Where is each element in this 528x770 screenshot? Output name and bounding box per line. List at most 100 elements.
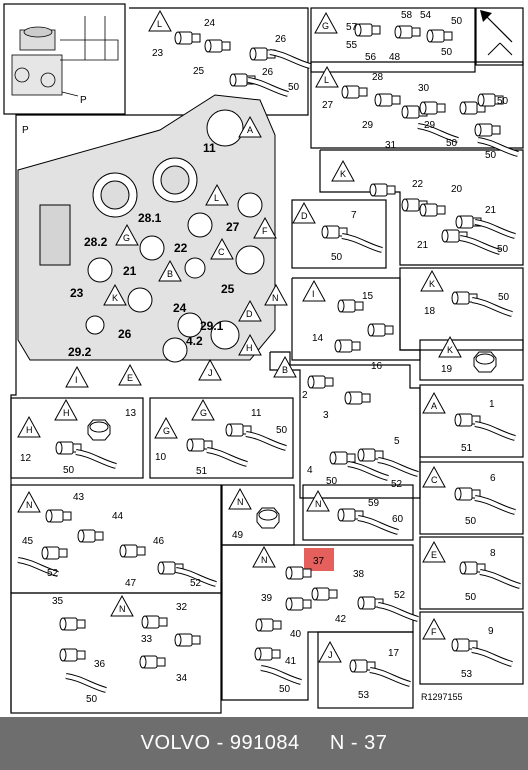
marker: N bbox=[237, 497, 244, 507]
part-label: 34 bbox=[176, 673, 188, 684]
drawing-code: R1297155 bbox=[421, 692, 463, 702]
position-ref: N - 37 bbox=[329, 732, 388, 754]
highlighted-part-badge[interactable] bbox=[304, 548, 334, 571]
part-label: 27 bbox=[322, 100, 334, 111]
part-label: 50 bbox=[497, 96, 509, 107]
part-label: 38 bbox=[353, 569, 365, 580]
part-label: 57 bbox=[346, 22, 358, 33]
marker: J bbox=[328, 650, 333, 660]
block-number: 28.1 bbox=[138, 211, 162, 225]
part-label: 55 bbox=[346, 40, 358, 51]
marker: F bbox=[431, 627, 437, 637]
marker: L bbox=[157, 19, 162, 29]
block-number: 28.2 bbox=[84, 235, 108, 249]
valve-block bbox=[17, 94, 276, 363]
block-number: 26 bbox=[118, 327, 132, 341]
part-label: 8 bbox=[490, 548, 496, 559]
panel-k-cap: K 19 bbox=[438, 336, 497, 375]
marker: A bbox=[247, 125, 253, 135]
marker: E bbox=[431, 550, 437, 560]
part-label: 51 bbox=[196, 466, 208, 477]
marker: I bbox=[312, 289, 315, 299]
marker: G bbox=[163, 426, 170, 436]
marker: C bbox=[431, 475, 438, 485]
block-markers: A L G C F B K N D I E J H bbox=[65, 116, 288, 388]
marker: H bbox=[26, 425, 33, 435]
block-number: 11 bbox=[203, 141, 216, 155]
part-label: 7 bbox=[351, 210, 357, 221]
part-label: 54 bbox=[420, 10, 432, 21]
panel-n-main: N 37 38 39 42 52 40 41 50 bbox=[252, 546, 418, 695]
marker: D bbox=[301, 211, 308, 221]
part-label: 47 bbox=[125, 578, 137, 589]
part-label: 52 bbox=[394, 590, 406, 601]
part-label: 44 bbox=[112, 511, 124, 522]
marker: N bbox=[26, 500, 33, 510]
block-number: 24 bbox=[173, 301, 187, 315]
marker: J bbox=[208, 368, 213, 378]
part-label: 52 bbox=[391, 479, 403, 490]
part-number: 991084 bbox=[229, 732, 300, 754]
part-label: 50 bbox=[331, 252, 343, 263]
part-label: 40 bbox=[290, 629, 302, 640]
part-label: 50 bbox=[485, 150, 497, 161]
part-label: 53 bbox=[461, 669, 473, 680]
part-label: 23 bbox=[152, 48, 164, 59]
part-label: 18 bbox=[424, 306, 436, 317]
panel-top-l2: L 28 27 29 30 29 31 50 50 50 bbox=[315, 66, 518, 161]
part-label: 52 bbox=[47, 568, 59, 579]
marker: N bbox=[261, 555, 268, 565]
part-label: 33 bbox=[141, 634, 153, 645]
part-label: 48 bbox=[389, 52, 401, 63]
part-label: 46 bbox=[153, 536, 165, 547]
part-label: 50 bbox=[441, 47, 453, 58]
part-label: 16 bbox=[371, 361, 383, 372]
block-number: 29.2 bbox=[68, 345, 92, 359]
part-label: 50 bbox=[288, 82, 300, 93]
marker: G bbox=[322, 21, 329, 31]
marker: I bbox=[75, 375, 78, 385]
part-label: 12 bbox=[20, 453, 32, 464]
part-label: 21 bbox=[417, 240, 429, 251]
separator: - bbox=[210, 732, 230, 754]
marker: N bbox=[272, 293, 279, 303]
overview-drawing bbox=[11, 16, 119, 97]
part-label: 26 bbox=[275, 34, 287, 45]
part-label: 19 bbox=[441, 364, 453, 375]
part-label: 17 bbox=[388, 648, 400, 659]
panel-n-bottom: N 35 32 33 36 34 50 bbox=[52, 595, 201, 705]
part-label: 3 bbox=[323, 410, 329, 421]
block-number: 21 bbox=[123, 264, 137, 278]
part-label: 1 bbox=[489, 399, 495, 410]
panel-b: B 2 3 5 4 50 52 bbox=[273, 356, 418, 490]
panel-top-l: L 24 23 25 26 50 26 bbox=[148, 10, 310, 94]
part-label: 59 bbox=[368, 498, 380, 509]
panel-n-left: N 43 44 45 52 46 47 52 bbox=[18, 491, 216, 589]
part-label: 22 bbox=[412, 179, 424, 190]
block-p-label: P bbox=[22, 125, 29, 136]
part-label: 50 bbox=[326, 476, 338, 487]
block-numbers: 28.2 28.1 11 22 27 21 23 24 25 26 29.2 2… bbox=[68, 141, 240, 359]
part-label: 52 bbox=[190, 578, 202, 589]
marker: K bbox=[340, 169, 346, 179]
part-label: 60 bbox=[392, 514, 404, 525]
part-label: 50 bbox=[451, 16, 463, 27]
block-number: 29.1 bbox=[200, 319, 224, 333]
panel-a: A 1 51 bbox=[422, 392, 515, 454]
panel-d: D 7 50 bbox=[292, 202, 382, 263]
panel-f: F 9 53 bbox=[422, 618, 512, 680]
part-label: 56 bbox=[365, 52, 377, 63]
marker: G bbox=[123, 233, 130, 243]
part-label: 15 bbox=[362, 291, 374, 302]
marker: N bbox=[315, 499, 322, 509]
panel-j: J 17 53 bbox=[318, 641, 410, 701]
part-label: 20 bbox=[451, 184, 463, 195]
part-label: 11 bbox=[251, 408, 262, 419]
part-label: 29 bbox=[424, 120, 436, 131]
marker: H bbox=[63, 408, 70, 418]
marker: D bbox=[246, 309, 253, 319]
panel-g: G G 11 10 51 50 bbox=[154, 399, 288, 477]
orientation-arrow-icon bbox=[480, 10, 513, 56]
marker: K bbox=[429, 279, 435, 289]
part-label: 24 bbox=[204, 18, 216, 29]
